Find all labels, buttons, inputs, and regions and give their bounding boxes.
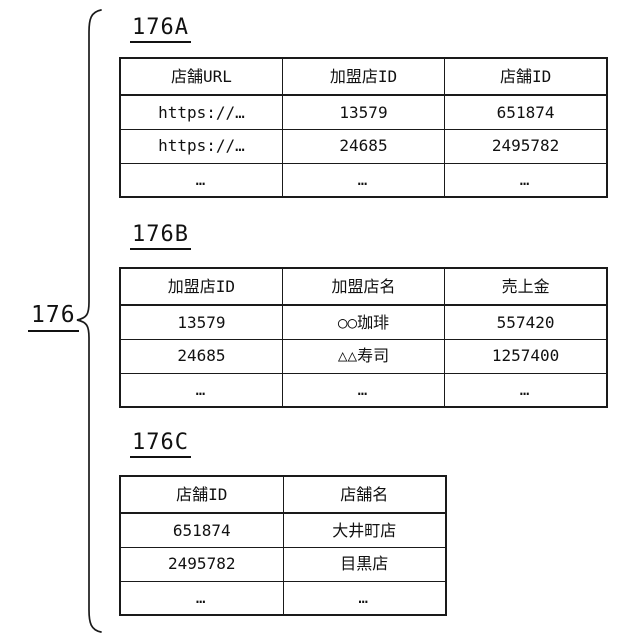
table-label-176a: 176A <box>130 16 191 44</box>
table-cell: ○○珈琲 <box>281 304 446 340</box>
table-cell: … <box>282 580 447 616</box>
table-cell: … <box>281 372 446 408</box>
table-row: 2495782 目黒店 <box>119 546 447 582</box>
column-header: 店舗URL <box>119 57 283 96</box>
tables-column: 176A 店舗URL 加盟店ID 店舗ID https://… 13579 65… <box>119 0 619 640</box>
table-cell: … <box>119 162 283 198</box>
table-176b-merchant: 加盟店ID 加盟店名 売上金 13579 ○○珈琲 557420 24685 △… <box>119 267 608 408</box>
table-176b-header: 加盟店ID 加盟店名 売上金 <box>119 267 608 306</box>
table-cell: 目黒店 <box>282 546 447 582</box>
table-cell: 557420 <box>444 304 608 340</box>
table-row: 13579 ○○珈琲 557420 <box>119 304 608 340</box>
table-176a-store-url: 店舗URL 加盟店ID 店舗ID https://… 13579 651874 … <box>119 57 608 198</box>
table-176b-body: 13579 ○○珈琲 557420 24685 △△寿司 1257400 … …… <box>119 304 608 408</box>
table-176a-body: https://… 13579 651874 https://… 24685 2… <box>119 94 608 198</box>
table-cell: 651874 <box>444 94 608 130</box>
table-row: … … <box>119 580 447 616</box>
column-header: 売上金 <box>444 267 608 306</box>
table-cell: … <box>444 372 608 408</box>
table-176c-header: 店舗ID 店舗名 <box>119 475 447 514</box>
table-176c-store: 店舗ID 店舗名 651874 大井町店 2495782 目黒店 … … <box>119 475 447 616</box>
column-header: 店舗ID <box>444 57 608 96</box>
table-cell: https://… <box>119 94 283 130</box>
table-cell: 1257400 <box>444 338 608 374</box>
column-header: 加盟店ID <box>281 57 446 96</box>
table-176a-header: 店舗URL 加盟店ID 店舗ID <box>119 57 608 96</box>
column-header: 店舗ID <box>119 475 284 514</box>
table-row: 店舗ID 店舗名 <box>119 475 447 514</box>
table-cell: △△寿司 <box>281 338 446 374</box>
table-cell: 大井町店 <box>282 512 447 548</box>
table-cell: 24685 <box>281 128 446 164</box>
column-header: 加盟店名 <box>281 267 446 306</box>
table-cell: 13579 <box>281 94 446 130</box>
column-header: 加盟店ID <box>119 267 283 306</box>
table-cell: … <box>281 162 446 198</box>
table-cell: 24685 <box>119 338 283 374</box>
table-row: https://… 13579 651874 <box>119 94 608 130</box>
table-cell: 2495782 <box>444 128 608 164</box>
table-cell: https://… <box>119 128 283 164</box>
table-row: 店舗URL 加盟店ID 店舗ID <box>119 57 608 96</box>
table-row: … … … <box>119 162 608 198</box>
table-label-176b: 176B <box>130 223 191 251</box>
table-cell: … <box>119 580 284 616</box>
table-cell: 2495782 <box>119 546 284 582</box>
table-176c-body: 651874 大井町店 2495782 目黒店 … … <box>119 512 447 616</box>
table-row: 651874 大井町店 <box>119 512 447 548</box>
figure-group-label: 176 <box>28 302 79 333</box>
column-header: 店舗名 <box>282 475 447 514</box>
table-row: https://… 24685 2495782 <box>119 128 608 164</box>
table-row: 24685 △△寿司 1257400 <box>119 338 608 374</box>
table-cell: … <box>119 372 283 408</box>
table-cell: … <box>444 162 608 198</box>
table-row: 加盟店ID 加盟店名 売上金 <box>119 267 608 306</box>
table-cell: 13579 <box>119 304 283 340</box>
table-label-176c: 176C <box>130 431 191 459</box>
table-row: … … … <box>119 372 608 408</box>
table-cell: 651874 <box>119 512 284 548</box>
